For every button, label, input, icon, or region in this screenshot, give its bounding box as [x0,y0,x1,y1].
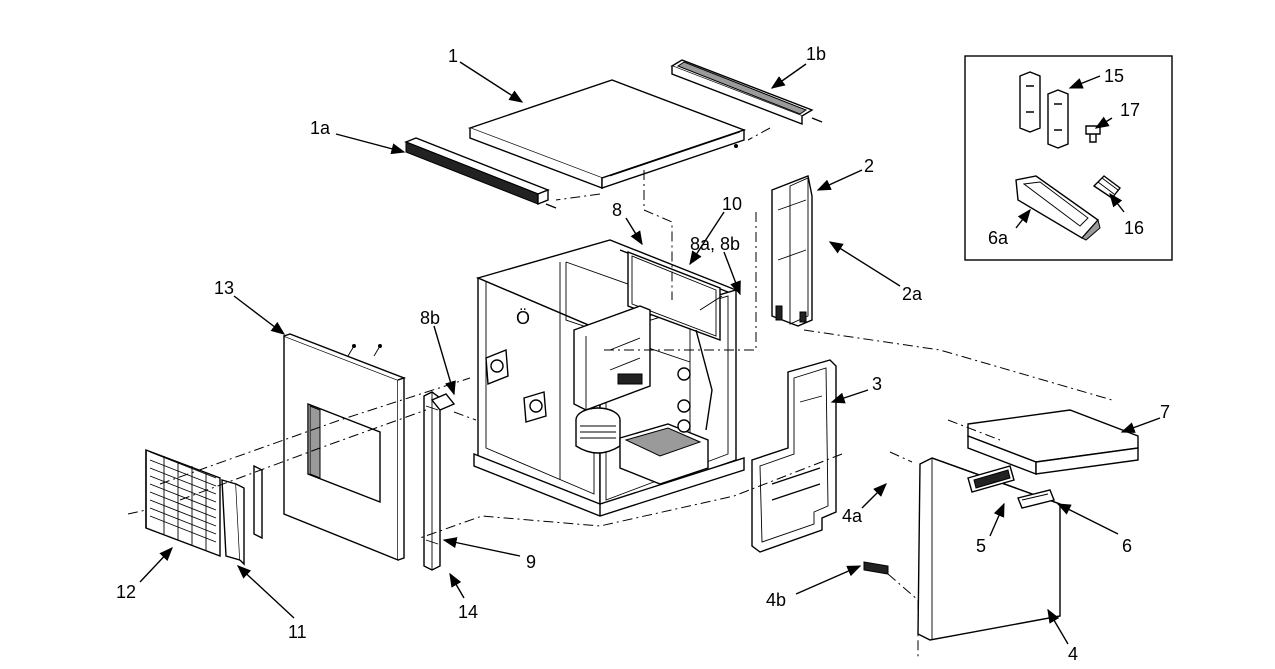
label-5: 5 [976,536,986,556]
label-15: 15 [1104,66,1124,86]
label-1b: 1b [806,44,826,64]
part-1-top-panel [467,79,747,190]
part-6a-handle-insert [1015,175,1101,241]
part-11-grille-frame [221,464,263,566]
label-1: 1 [448,46,458,66]
part-15-brackets [1019,71,1069,149]
part-1a-front-trim [404,137,557,209]
label-6: 6 [1122,536,1132,556]
part-6-handle-cover [1017,489,1055,509]
part-5-handle [967,465,1015,493]
label-2: 2 [864,156,874,176]
part-2-side-column [771,175,813,327]
label-16: 16 [1124,218,1144,238]
part-4b-hinge [863,561,889,575]
label-1a: 1a [310,118,331,138]
label-4a: 4a [842,506,863,526]
label-13: 13 [214,278,234,298]
callout-labels: 1 1a 1b 2 2a 3 4 4a 4b 5 6 6a 7 8 8a, 8b… [116,44,1170,664]
label-14: 14 [458,602,478,622]
part-1b-rear-trim [670,59,823,126]
label-8: 8 [612,200,622,220]
part-8-cabinet-frame: Ö [473,239,745,517]
svg-text:Ö: Ö [516,308,530,328]
part-3-side-panel [751,359,837,553]
label-4b: 4b [766,590,786,610]
part-13-front-panel [283,333,407,562]
part-12-grille [145,448,221,558]
label-6a: 6a [988,228,1009,248]
label-7: 7 [1160,402,1170,422]
label-4: 4 [1068,644,1078,664]
label-2a: 2a [902,284,923,304]
part-17-screw [1085,125,1101,143]
label-17: 17 [1120,100,1140,120]
part-16-fitting [1092,175,1121,199]
label-3: 3 [872,374,882,394]
label-9: 9 [526,552,536,572]
hardware-inset [964,55,1173,261]
label-12: 12 [116,582,136,602]
label-11: 11 [288,622,307,642]
label-8b: 8b [420,308,440,328]
part-7-door-trim [967,409,1139,476]
leader-arrows [139,61,1161,645]
part-9-side-strip [423,391,456,571]
label-10: 10 [722,194,742,214]
alignment-lines [127,127,1113,660]
label-8a-8b: 8a, 8b [690,234,740,254]
